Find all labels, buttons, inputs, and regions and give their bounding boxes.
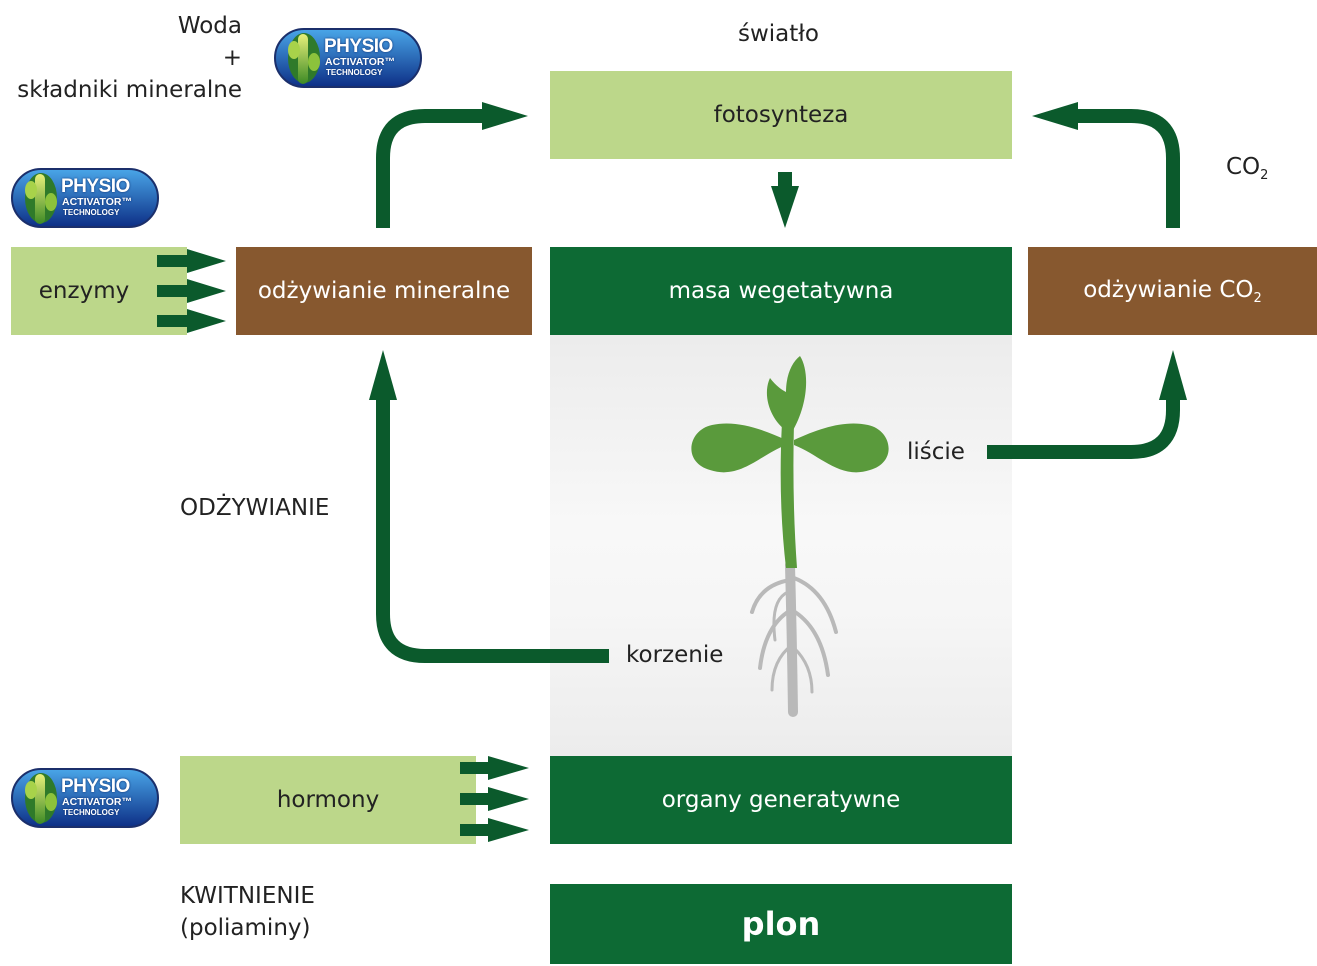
enzymes-arrow-3-head <box>187 309 226 333</box>
water-minerals-label: Woda + składniki mineralne <box>0 10 242 106</box>
hormones-label: hormony <box>276 787 380 813</box>
hormones-arrow-2-head <box>488 787 529 811</box>
badge-word-technology: TECHNOLOGY <box>326 68 383 77</box>
co2-nutrition-main: odżywianie CO <box>1083 276 1254 303</box>
badge-word-activator: ACTIVATOR™ <box>325 56 395 68</box>
co2-main-text: CO <box>1226 154 1261 180</box>
arrow-co2-to-photosynthesis <box>1072 109 1180 228</box>
photosynthesis-label: fotosynteza <box>713 102 849 128</box>
enzymes-arrow-1-head <box>187 249 226 273</box>
flowering-label: KWITNIENIE (poliaminy) <box>180 880 315 944</box>
badge-word-technology: TECHNOLOGY <box>63 808 120 817</box>
badge-word-activator: ACTIVATOR™ <box>62 196 132 208</box>
generative-organs-label: organy generatywne <box>661 787 901 813</box>
physio-activator-badge-top: PHYSIO ACTIVATOR™ TECHNOLOGY <box>274 28 422 88</box>
badge-shape <box>11 168 159 228</box>
enzymes-arrow-2-head <box>187 279 226 303</box>
hormones-arrow-1-shaft <box>460 762 490 774</box>
leaf-left <box>691 423 786 473</box>
badge-word-technology: TECHNOLOGY <box>63 208 120 217</box>
enzymes-arrow-2-shaft <box>157 285 187 297</box>
badge-shape <box>274 28 422 88</box>
badge-word-physio: PHYSIO <box>324 36 393 57</box>
co2-nutrition-subscript: 2 <box>1253 290 1262 306</box>
arrow-leaves-to-co2-nutrition <box>987 398 1180 459</box>
roots-label: korzenie <box>626 642 724 668</box>
light-label: światło <box>738 21 819 47</box>
vegetative-mass-box: masa wegetatywna <box>550 247 1012 335</box>
co2-nutrition-box: odżywianie CO2 <box>1028 247 1317 335</box>
badge-word-physio: PHYSIO <box>61 176 130 197</box>
vegetative-mass-label: masa wegetatywna <box>668 278 894 304</box>
hormones-arrow-1-head <box>488 756 529 780</box>
minerals-label: składniki mineralne <box>17 77 242 103</box>
mineral-nutrition-label: odżywianie mineralne <box>257 278 511 304</box>
nutrition-label: ODŻYWIANIE <box>180 495 330 521</box>
arrowhead-co2-nutrition-up <box>1159 350 1187 400</box>
co2-subscript: 2 <box>1260 168 1269 183</box>
flowering-note: (poliaminy) <box>180 915 311 941</box>
hormones-arrow-3-head <box>488 818 529 842</box>
generative-organs-box: organy generatywne <box>550 756 1012 844</box>
co2-label: CO2 <box>1226 151 1268 192</box>
leaf-top <box>766 356 807 432</box>
water-label: Woda <box>177 13 242 39</box>
enzymes-arrow-1-shaft <box>157 255 187 267</box>
arrowhead-mineral-nutrition-up <box>369 350 397 400</box>
badge-word-physio: PHYSIO <box>61 776 130 797</box>
leaves-label: liście <box>907 439 965 465</box>
enzymes-label: enzymy <box>38 278 130 304</box>
flowering-title: KWITNIENIE <box>180 883 315 909</box>
hormones-arrow-3-shaft <box>460 824 490 836</box>
photosynthesis-box: fotosynteza <box>550 71 1012 159</box>
mineral-nutrition-box: odżywianie mineralne <box>236 247 532 335</box>
arrow-photosynthesis-to-mass <box>771 172 799 228</box>
hormones-box: hormony <box>180 756 476 844</box>
arrow-roots-to-mineral-nutrition <box>376 398 609 663</box>
physio-activator-badge-middle: PHYSIO ACTIVATOR™ TECHNOLOGY <box>11 168 159 228</box>
arrowhead-photosynthesis-right <box>1032 102 1078 130</box>
plant-stem <box>780 422 797 568</box>
hormones-arrow-2-shaft <box>460 793 490 805</box>
arrowhead-photosynthesis-left <box>482 102 528 130</box>
plus-label: + <box>222 45 242 71</box>
yield-label: plon <box>741 905 821 943</box>
plant-illustration <box>691 356 889 717</box>
enzymes-arrow-3-shaft <box>157 315 187 327</box>
physio-activator-badge-bottom: PHYSIO ACTIVATOR™ TECHNOLOGY <box>11 768 159 828</box>
arrow-minerals-to-photosynthesis <box>376 109 488 228</box>
root-main <box>785 560 798 717</box>
co2-nutrition-label: odżywianie CO2 <box>1083 277 1262 306</box>
badge-shape <box>11 768 159 828</box>
leaf-right <box>794 423 889 473</box>
yield-box: plon <box>550 884 1012 964</box>
badge-word-activator: ACTIVATOR™ <box>62 796 132 808</box>
